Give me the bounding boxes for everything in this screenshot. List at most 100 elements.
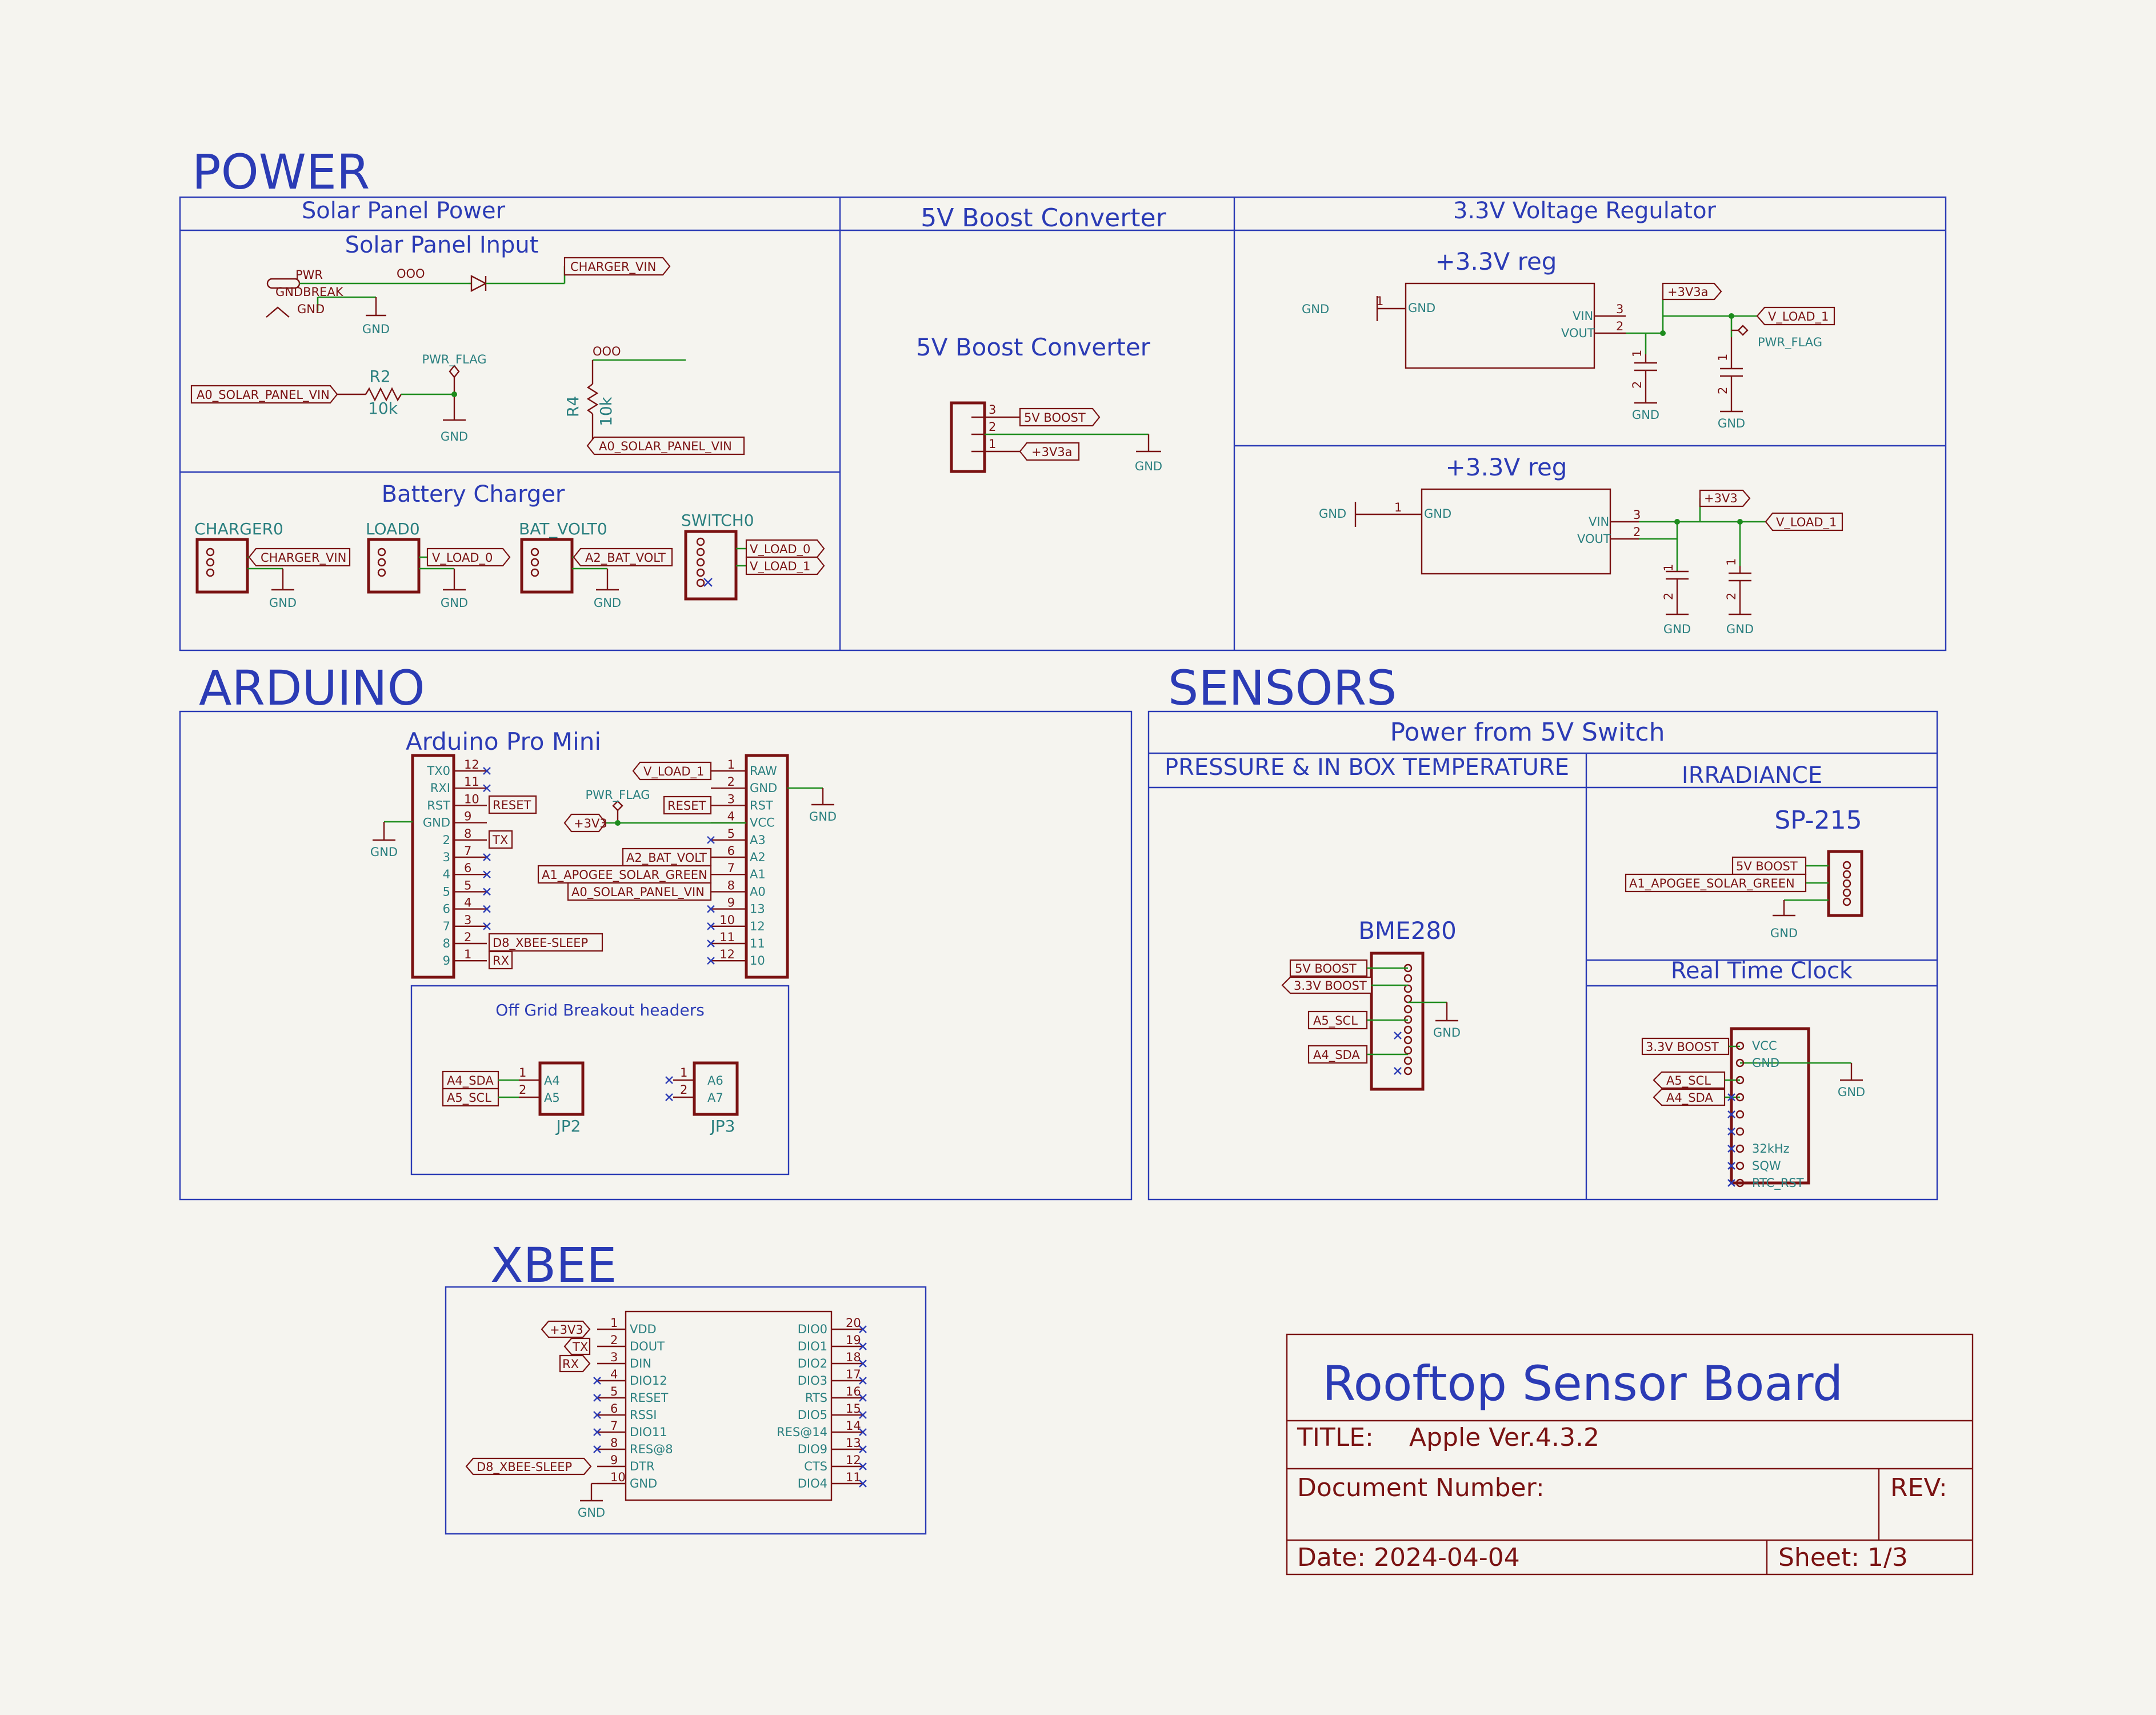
xbee-net-tx: TX — [572, 1340, 588, 1354]
reg1-c2-pin2: 2 — [1716, 387, 1730, 394]
load0-ref: LOAD0 — [366, 519, 420, 538]
jp3-n2: 2 — [680, 1083, 687, 1097]
xbee-right-pin-name: DIO3 — [798, 1374, 827, 1388]
reg1-gnd-pin: GND — [1408, 301, 1435, 315]
reg2-c1-pin2: 2 — [1662, 593, 1675, 600]
offgrid-frame — [410, 985, 790, 1176]
arduino-frame — [179, 710, 1133, 1201]
bme280-title: BME280 — [1358, 917, 1457, 945]
rev-label: REV: — [1890, 1473, 1947, 1502]
battery-charger-title: Battery Charger — [382, 481, 565, 507]
pressure-header: PRESSURE & IN BOX TEMPERATURE — [1165, 754, 1569, 781]
r2-gnd: GND — [441, 430, 468, 443]
no-connect-marker — [593, 1411, 601, 1419]
no-connect-marker — [859, 1342, 867, 1350]
no-connect-marker — [1727, 1145, 1735, 1153]
jp2-net-scl: A5_SCL — [447, 1091, 491, 1105]
reg1-c2-gnd: GND — [1718, 417, 1745, 430]
no-connect-marker — [859, 1462, 867, 1470]
arduino-left-pin-name: RST — [427, 798, 450, 812]
arduino-right-pin-number: 4 — [727, 810, 735, 823]
rtc-net-scl: A5_SCL — [1666, 1074, 1711, 1088]
rtc-pin-contact — [1735, 1093, 1745, 1102]
reg1-net-vload1: V_LOAD_1 — [1768, 310, 1829, 324]
irradiance-header: IRRADIANCE — [1682, 762, 1822, 789]
jp2-ref: JP2 — [555, 1117, 581, 1136]
rtc-pin-contact — [1735, 1110, 1745, 1119]
no-connect-marker — [859, 1411, 867, 1419]
switch0-ref: SWITCH0 — [681, 511, 754, 530]
reg1-c1-pin1: 1 — [1630, 350, 1644, 357]
xbee-left-pins: VDD1DOUT2DIN3DIO124RESET5RSSI6DIO117RES@… — [593, 1316, 673, 1490]
xbee-left-pin-number: 8 — [610, 1436, 618, 1450]
rtc-pin-contact — [1735, 1127, 1745, 1136]
no-connect-marker — [1727, 1093, 1735, 1101]
board-title: Rooftop Sensor Board — [1322, 1356, 1843, 1412]
xbee-left-pin-name: RSSI — [630, 1408, 657, 1422]
arduino-left-pin-number: 8 — [464, 827, 471, 841]
xbee-left-pin-name: DIO11 — [630, 1425, 667, 1439]
no-connect-marker — [859, 1480, 867, 1488]
xbee-frame — [445, 1286, 927, 1535]
ard-net-a2: A2_BAT_VOLT — [626, 851, 707, 865]
xbee-right-pin-number: 13 — [846, 1436, 861, 1450]
jp3-ref: JP3 — [710, 1117, 735, 1136]
charger0-net: CHARGER_VIN — [261, 551, 346, 565]
xbee-left-pin-name: RES@8 — [630, 1442, 673, 1456]
arduino-left-pin-number: 6 — [464, 861, 471, 875]
charger0-gnd: GND — [269, 596, 297, 610]
ard-net-reset: RESET — [493, 798, 531, 812]
reg2-pin3: 3 — [1633, 508, 1641, 522]
ard-net-d8: D8_XBEE-SLEEP — [493, 936, 588, 950]
charger0-ref: CHARGER0 — [194, 519, 283, 538]
ard-net-3v3: +3V3 — [574, 817, 607, 830]
no-connect-marker — [483, 853, 491, 861]
xbee-net-3v3: +3V3 — [550, 1323, 583, 1337]
arduino-left-pin-number: 5 — [464, 878, 471, 892]
charger-vin-net-label: CHARGER_VIN — [563, 257, 671, 276]
rtc-pin-contact — [1735, 1076, 1745, 1085]
no-connect-marker — [593, 1377, 601, 1385]
no-connect-marker — [707, 940, 715, 948]
rtc-pin-name: 32kHz — [1752, 1142, 1790, 1156]
offgrid-title: Off Grid Breakout headers — [495, 1001, 705, 1020]
no-connect-marker — [859, 1428, 867, 1436]
ard-net-a1: A1_APOGEE_SOLAR_GREEN — [542, 868, 707, 882]
xbee-net-d8: D8_XBEE-SLEEP — [477, 1460, 572, 1474]
no-connect-marker — [593, 1394, 601, 1402]
arduino-right-pin-number: 7 — [727, 861, 735, 875]
batvolt0-net: A2_BAT_VOLT — [585, 551, 666, 565]
ard-gnd-right: GND — [809, 810, 837, 823]
reg1-c2-pin1: 1 — [1716, 354, 1730, 361]
r4-ooo-label: OOO — [593, 345, 621, 358]
no-connect-marker — [1727, 1179, 1735, 1187]
title-block — [1286, 1333, 1974, 1576]
reg1-pwr-flag: PWR_FLAG — [1758, 335, 1822, 350]
no-connect-marker — [593, 1445, 601, 1453]
xbee-left-pin-name: GND — [630, 1477, 657, 1490]
boost-connector — [950, 401, 1161, 473]
connector-switch0 — [684, 530, 825, 601]
ard-net-rx: RX — [493, 954, 509, 968]
bme-net-scl: A5_SCL — [1313, 1014, 1358, 1028]
arduino-left-pin-name: TX0 — [426, 764, 450, 778]
rtc-pin-contact — [1735, 1144, 1745, 1153]
xbee-left-pin-number: 10 — [610, 1470, 626, 1484]
no-connect-marker — [707, 835, 715, 844]
arduino-right-pin-number: 9 — [727, 896, 735, 910]
voltage-regulator-header: 3.3V Voltage Regulator — [1453, 198, 1717, 224]
xbee-right-pin-number: 19 — [846, 1333, 861, 1347]
rtc-header: Real Time Clock — [1671, 958, 1853, 984]
no-connect-marker — [859, 1360, 867, 1368]
r2-net-a0: A0_SOLAR_PANEL_VIN — [197, 388, 330, 402]
no-connect-marker — [859, 1325, 867, 1333]
no-connect-marker — [1727, 1162, 1735, 1170]
arduino-left-pin-number: 7 — [464, 844, 471, 858]
arduino-left-pin-name: 3 — [443, 850, 450, 864]
title-value: Apple Ver.4.3.2 — [1409, 1423, 1599, 1452]
arduino-left-pin-name: 8 — [443, 937, 450, 950]
reg1-vout: VOUT — [1561, 326, 1595, 340]
xbee-right-pin-number: 20 — [846, 1316, 861, 1330]
reg1-c1-gnd: GND — [1632, 408, 1659, 422]
r4-ref: R4 — [563, 396, 582, 417]
